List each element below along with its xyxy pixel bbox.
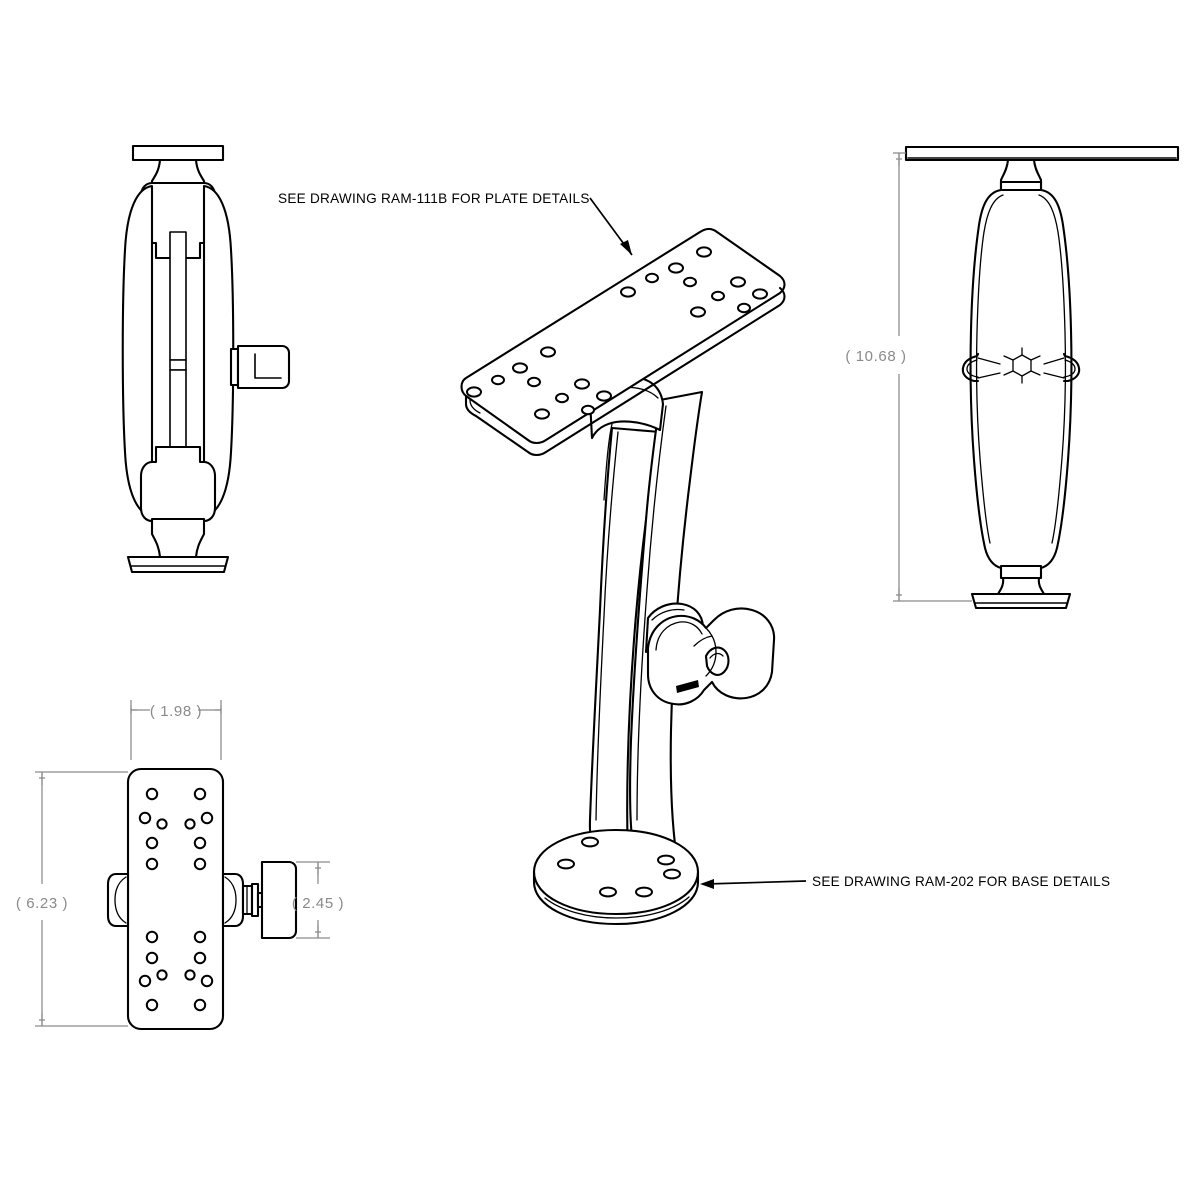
right-base-disc: [970, 592, 1072, 610]
plan-holes-upper: [138, 787, 214, 871]
right-top-plate: [904, 145, 1180, 162]
front-top-plate: [131, 144, 225, 162]
dimension-plate-length-label: ( 6.23 ): [16, 895, 68, 912]
iso-base: [532, 828, 700, 926]
dimension-knob-height: [296, 861, 330, 939]
dimension-plate-length: [35, 771, 128, 1027]
iso-knob: [646, 607, 776, 706]
iso-plate-holes-far: [620, 246, 768, 318]
plan-knob: [241, 860, 298, 940]
dimension-plate-width-label: ( 1.98 ): [150, 703, 202, 720]
front-bottom-neck: [150, 517, 206, 559]
right-knob-wing-left: [961, 352, 980, 383]
view-isometric: [460, 227, 786, 926]
front-lower-socket: [139, 445, 217, 523]
right-lower-collar: [999, 564, 1043, 580]
view-front-elevation: [121, 144, 291, 574]
dimension-plate-width: [130, 700, 222, 760]
dimension-knob-height-label: ( 2.45 ): [292, 895, 344, 912]
plan-plate-outline: [126, 767, 225, 1031]
dimension-overall-height: [893, 152, 972, 602]
note-plate-text: SEE DRAWING RAM-111B FOR PLATE DETAILS: [278, 191, 590, 206]
right-hex-detail: [1003, 347, 1041, 384]
right-arm-inner-left: [975, 194, 1004, 544]
front-base-disc: [126, 555, 230, 574]
view-right-elevation: [904, 145, 1180, 610]
iso-knob-brand-mark: [676, 680, 699, 693]
plan-socket-left: [106, 872, 130, 928]
right-arm-inner-right: [1038, 194, 1067, 544]
dimension-overall-height-label: ( 10.68 ): [845, 348, 906, 365]
right-bottom-neck: [996, 576, 1046, 596]
note-base-text: SEE DRAWING RAM-202 FOR BASE DETAILS: [812, 874, 1110, 889]
plan-holes-lower: [138, 930, 214, 1012]
right-arm-body: [969, 188, 1073, 570]
view-plan: [106, 767, 298, 1031]
right-knob-wing-right: [1062, 352, 1081, 383]
front-arm-left: [121, 184, 154, 518]
leader-plate-note: [589, 197, 633, 256]
iso-mounting-plate: [460, 227, 786, 457]
leader-base-note: [700, 879, 807, 889]
plan-socket-right: [221, 872, 245, 928]
iso-plate-holes-near: [466, 346, 612, 420]
front-knob: [229, 344, 291, 390]
